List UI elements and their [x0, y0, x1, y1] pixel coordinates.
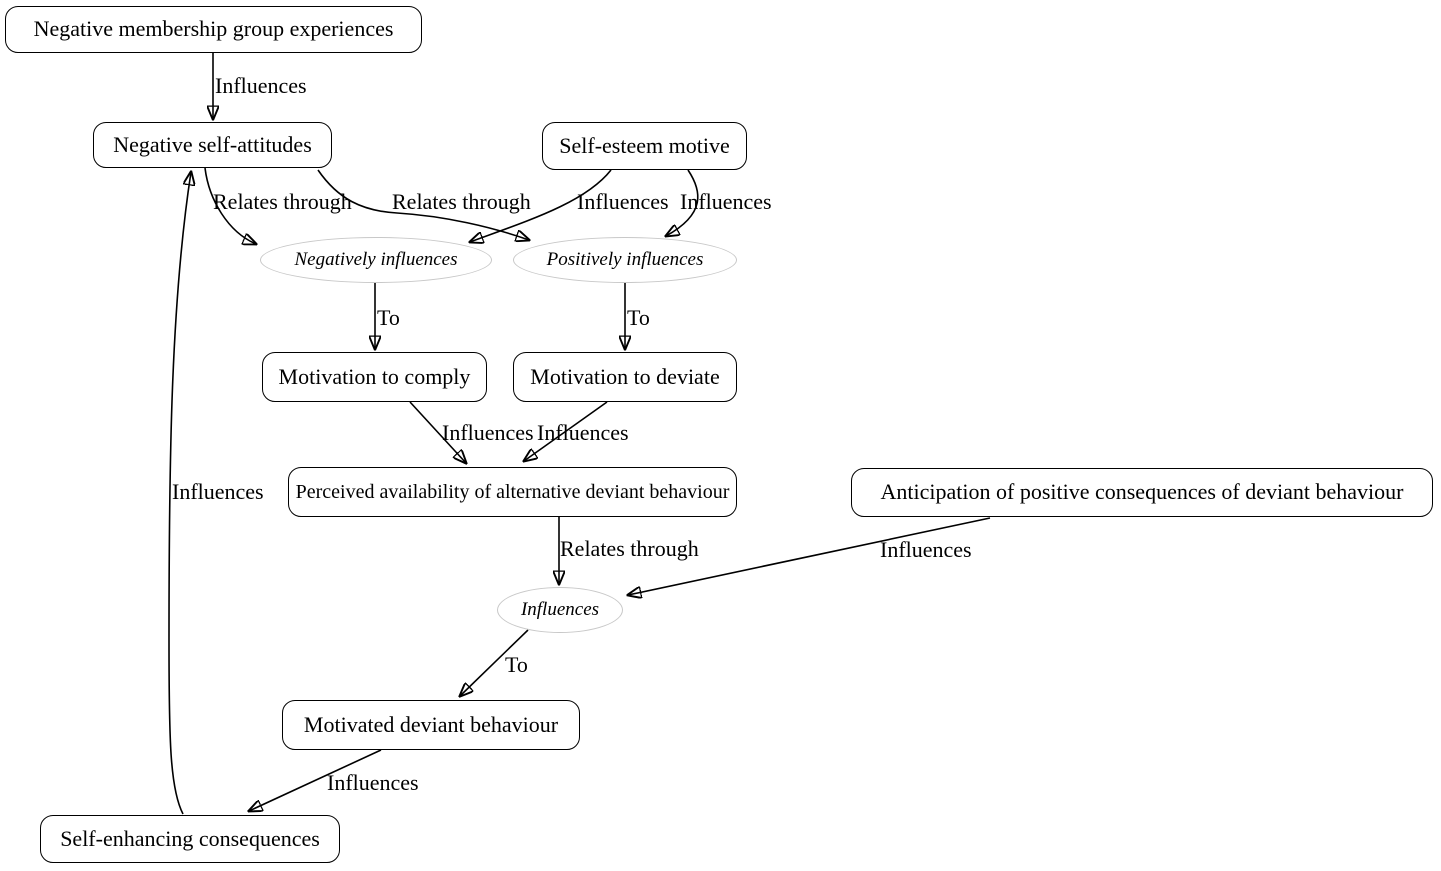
node-label: Self-enhancing consequences — [60, 825, 320, 851]
node-motivation-to-deviate: Motivation to deviate — [513, 352, 737, 402]
node-label: Negative membership group experiences — [33, 16, 394, 42]
node-motivation-to-comply: Motivation to comply — [262, 352, 487, 402]
edge-label-mdb-sec: Influences — [327, 770, 419, 795]
edge-influences-mdb — [460, 629, 529, 696]
node-self-esteem-motive: Self-esteem motive — [542, 122, 747, 170]
node-label: Negative self-attitudes — [113, 131, 312, 157]
node-label: Motivated deviant behaviour — [303, 711, 559, 737]
relation-positively-influences: Positively influences — [513, 237, 737, 283]
edge-label-influences-mdb: To — [505, 652, 528, 677]
edge-anticipation-influences — [628, 517, 991, 595]
relation-label: Influences — [520, 599, 600, 620]
relation-influences: Influences — [497, 587, 623, 633]
edge-mtd-perceived-availability — [524, 401, 608, 461]
node-label: Motivation to deviate — [530, 363, 720, 389]
edge-label-mtc-perceived-availability: Influences — [442, 420, 534, 445]
edge-label-sem-negatively-influences: Influences — [577, 189, 669, 214]
relation-label: Positively influences — [546, 249, 704, 270]
edge-label-nsa-negatively-influences: Relates through — [213, 189, 352, 214]
node-perceived-availability: Perceived availability of alternative de… — [288, 467, 737, 517]
node-label: Motivation to comply — [278, 363, 471, 389]
edge-sec-nsa — [168, 172, 191, 815]
edge-label-negatively-influences-mtc: To — [377, 305, 400, 330]
edge-label-perceived-availability-influences: Relates through — [560, 536, 699, 561]
edge-nsa-positively-influences — [317, 169, 529, 240]
edge-label-sec-nsa: Influences — [172, 479, 264, 504]
node-negative-membership-group-experiences: Negative membership group experiences — [5, 6, 422, 53]
edge-label-sem-positively-influences: Influences — [680, 189, 772, 214]
relation-negatively-influences: Negatively influences — [260, 237, 492, 283]
edge-sem-negatively-influences — [470, 169, 612, 242]
edge-nsa-negatively-influences — [204, 167, 256, 244]
node-motivated-deviant-behaviour: Motivated deviant behaviour — [282, 700, 580, 750]
node-label: Self-esteem motive — [559, 132, 730, 158]
edge-label-mtd-perceived-availability: Influences — [537, 420, 629, 445]
edge-sem-positively-influences — [666, 169, 699, 236]
edge-label-nsa-positively-influences: Relates through — [392, 189, 531, 214]
edge-label-nmge-nsa: Influences — [215, 73, 307, 98]
node-anticipation-positive-consequences: Anticipation of positive consequences of… — [851, 468, 1433, 517]
edge-mtc-perceived-availability — [409, 401, 466, 463]
edge-label-positively-influences-mtd: To — [627, 305, 650, 330]
node-label: Anticipation of positive consequences of… — [880, 479, 1404, 505]
node-negative-self-attitudes: Negative self-attitudes — [93, 122, 332, 168]
node-label: Perceived availability of alternative de… — [295, 481, 730, 503]
relation-label: Negatively influences — [294, 249, 458, 270]
edge-label-anticipation-influences: Influences — [880, 537, 972, 562]
edge-mdb-sec — [249, 749, 382, 811]
node-self-enhancing-consequences: Self-enhancing consequences — [40, 815, 340, 863]
